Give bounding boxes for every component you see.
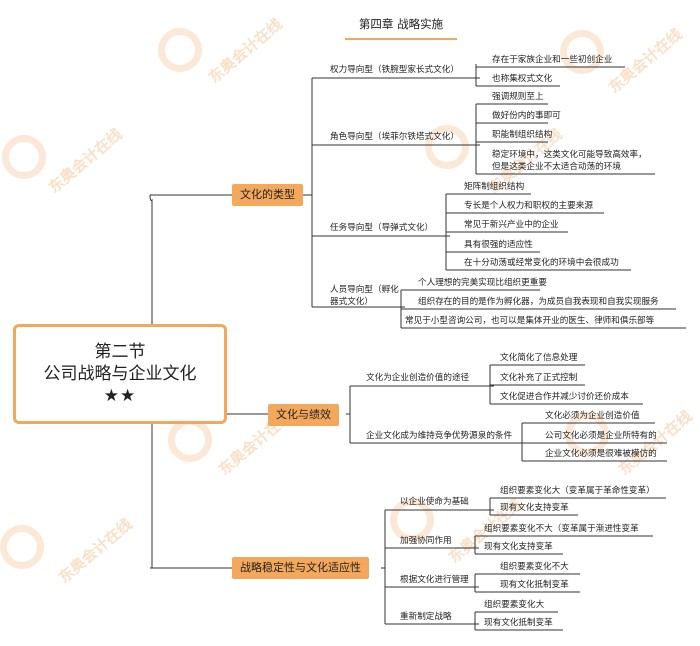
leaf: 公司文化必须是企业所特有的 (545, 431, 657, 441)
chapter-title: 第四章 战略实施 (345, 16, 457, 40)
leaf: 现有文化支持变革 (484, 542, 553, 552)
leaf: 矩阵制组织结构 (464, 182, 525, 192)
subtopic-competitive-advantage[interactable]: 企业文化成为维持竞争优势源泉的条件 (366, 431, 513, 441)
leaf: 做好份内的事即可 (492, 111, 561, 121)
watermark-logo-icon (565, 412, 609, 456)
root-stars: ★★ (103, 386, 137, 406)
leaf: 在十分动荡或经常变化的环境中会很成功 (464, 258, 619, 268)
leaf: 组织要素变化不大（变革属于渐进性变革 (484, 524, 639, 534)
root-title-line1: 第二节 (94, 342, 146, 362)
watermark-logo-icon (2, 135, 46, 179)
root-node[interactable]: 第二节 公司战略与企业文化 ★★ (13, 324, 227, 424)
leaf: 组织要素变化大（变革属于革命性变革） (500, 486, 655, 496)
watermark-logo-icon (390, 498, 434, 542)
leaf: 组织存在的目的是作为孵化器，为成员自我表现和自我实现服务 (418, 297, 659, 307)
leaf: 具有很强的适应性 (464, 240, 533, 250)
subtopic-mission-based[interactable]: 以企业使命为基础 (400, 497, 469, 507)
leaf: 企业文化必须是很难被模仿的 (545, 449, 657, 459)
leaf: 组织要素变化不大 (500, 562, 569, 572)
root-title-line2: 公司战略与企业文化 (43, 364, 197, 384)
leaf: 专长是个人权力和职权的主要来源 (464, 201, 593, 211)
leaf: 文化补充了正式控制 (500, 373, 578, 383)
leaf: 职能制组织结构 (492, 130, 553, 140)
subtopic-synergy[interactable]: 加强协同作用 (400, 536, 452, 546)
watermark-logo-icon (158, 28, 202, 72)
leaf: 存在于家族企业和一些初创企业 (492, 55, 613, 65)
subtopic-role-oriented[interactable]: 角色导向型（埃菲尔铁塔式文化） (330, 132, 459, 142)
branch-strategy-stability[interactable]: 战略稳定性与文化适应性 (232, 557, 369, 579)
subtopic-culture-management[interactable]: 根据文化进行管理 (400, 575, 469, 585)
subtopic-task-oriented[interactable]: 任务导向型（导弹式文化） (330, 223, 434, 233)
subtopic-value-creation[interactable]: 文化为企业创造价值的途径 (366, 373, 470, 383)
leaf: 现有文化抵制变革 (484, 618, 553, 628)
leaf: 个人理想的完美实现比组织更重要 (418, 278, 547, 288)
subtopic-reformulate-strategy[interactable]: 重新制定战略 (400, 612, 452, 622)
watermark-logo-icon (0, 525, 44, 569)
leaf: 文化简化了信息处理 (500, 353, 578, 363)
branch-culture-performance[interactable]: 文化与绩效 (268, 404, 339, 426)
leaf: 强调规则至上 (492, 92, 544, 102)
subtopic-power-oriented[interactable]: 权力导向型（铁腕型家长式文化） (330, 65, 459, 75)
leaf: 文化促进合作并减少讨价还价成本 (500, 392, 629, 402)
leaf: 文化必须为企业创造价值 (545, 411, 640, 421)
branch-culture-types[interactable]: 文化的类型 (232, 184, 303, 206)
subtopic-person-oriented[interactable]: 人员导向型（孵化器式文化） (330, 285, 399, 307)
watermark-logo-icon (560, 30, 604, 74)
watermark-logo-icon (425, 125, 469, 169)
leaf: 组织要素变化大 (484, 600, 545, 610)
leaf: 常见于小型咨询公司，也可以是集体开业的医生、律师和俱乐部等 (405, 316, 655, 326)
leaf: 现有文化支持变革 (500, 503, 569, 513)
leaf: 也称集权式文化 (492, 74, 553, 84)
leaf: 现有文化抵制变革 (500, 580, 569, 590)
leaf: 稳定环境中，这类文化可能导致高效率，但是这类企业不太适合动荡的环境 (492, 150, 647, 172)
leaf: 常见于新兴产业中的企业 (464, 220, 559, 230)
